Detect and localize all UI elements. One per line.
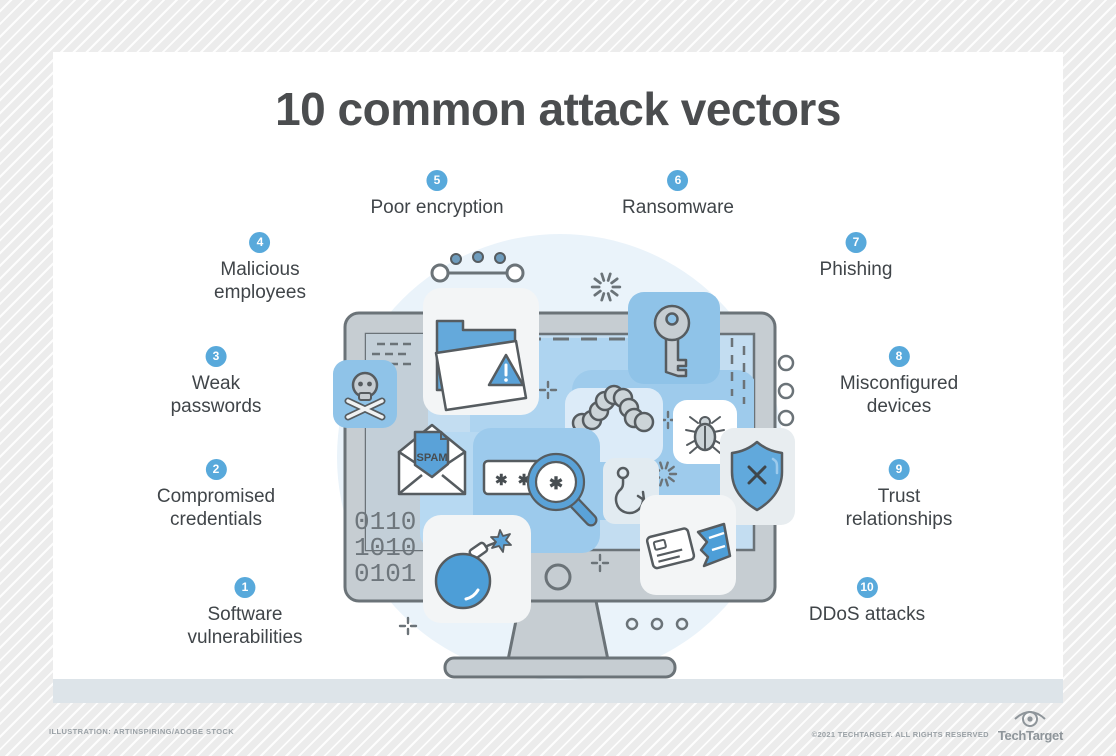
vector-number-badge-8: 8 [888, 345, 910, 367]
vector-number-badge-10: 10 [856, 576, 878, 598]
side-circles-decoration [777, 354, 795, 427]
copyright-text: ©2021 TECHTARGET. ALL RIGHTS RESERVED [811, 730, 989, 739]
vector-label-9: 9 Trust relationships [845, 456, 953, 532]
illustration-credit: ILLUSTRATION: ARTINSPIRING/ADOBE STOCK [49, 727, 235, 736]
page-title: 10 common attack vectors [275, 83, 841, 135]
bomb-icon [423, 515, 531, 623]
vector-label-7: 7 Phishing [819, 229, 893, 281]
vector-number-badge-5: 5 [426, 169, 448, 191]
spam-email-icon: SPAM [397, 423, 467, 496]
vector-text-5: Poor encryption [370, 196, 504, 218]
vector-label-4: 4 Malicious employees [214, 229, 306, 305]
connector-dots-icon [430, 251, 525, 283]
vector-text-8: Misconfigured devices [839, 372, 959, 418]
vector-text-6: Ransomware [622, 196, 734, 218]
key-icon [628, 292, 720, 384]
techtarget-wordmark: TechTarget [997, 728, 1063, 743]
vector-label-10: 10 DDoS attacks [809, 574, 925, 626]
techtarget-logo: TechTarget [998, 708, 1063, 743]
vector-number-badge-6: 6 [667, 169, 689, 191]
folder-warning-icon [423, 288, 539, 415]
eye-icon [1014, 711, 1047, 727]
vector-text-3: Weak passwords [170, 372, 262, 418]
vector-number-badge-4: 4 [249, 231, 271, 253]
binary-line-2: 1010 [354, 533, 416, 563]
monitor-power-button [544, 563, 572, 591]
skull-crossbones-icon [333, 360, 397, 428]
monitor-dots [625, 617, 689, 631]
binary-code-text: 0110 1010 0101 [354, 507, 416, 589]
vector-label-2: 2 Compromised credentials [157, 456, 275, 532]
vector-text-2: Compromised credentials [156, 485, 276, 531]
vector-label-5: 5 Poor encryption [370, 167, 504, 219]
vector-number-badge-9: 9 [888, 458, 910, 480]
vector-number-badge-1: 1 [234, 576, 256, 598]
vector-label-6: 6 Ransomware [622, 167, 734, 219]
vector-label-1: 1 Software vulnerabilities [187, 574, 303, 650]
magnifier-mask-text: ✱ [549, 474, 563, 493]
vector-text-10: DDoS attacks [808, 603, 926, 625]
vector-label-8: 8 Misconfigured devices [840, 343, 958, 419]
vector-text-9: Trust relationships [845, 485, 953, 531]
vector-text-4: Malicious employees [214, 258, 306, 304]
vector-text-7: Phishing [819, 258, 893, 280]
password-mask-text: ✱ ✱ [495, 472, 533, 489]
card-bottom-band [53, 679, 1063, 703]
binary-line-3: 0101 [354, 559, 416, 589]
shield-x-icon [720, 428, 795, 525]
spam-label: SPAM [417, 452, 448, 464]
vector-label-3: 3 Weak passwords [170, 343, 262, 419]
vector-text-1: Software vulnerabilities [187, 603, 303, 649]
vector-number-badge-3: 3 [205, 345, 227, 367]
vector-number-badge-2: 2 [205, 458, 227, 480]
attack-vectors-illustration: 0110 1010 0101 [333, 234, 795, 680]
vector-number-badge-7: 7 [845, 231, 867, 253]
footer-brand-block: ©2021 TECHTARGET. ALL RIGHTS RESERVED Te… [812, 708, 1063, 743]
binary-line-1: 0110 [354, 507, 416, 537]
broken-credit-card-icon [640, 495, 736, 595]
